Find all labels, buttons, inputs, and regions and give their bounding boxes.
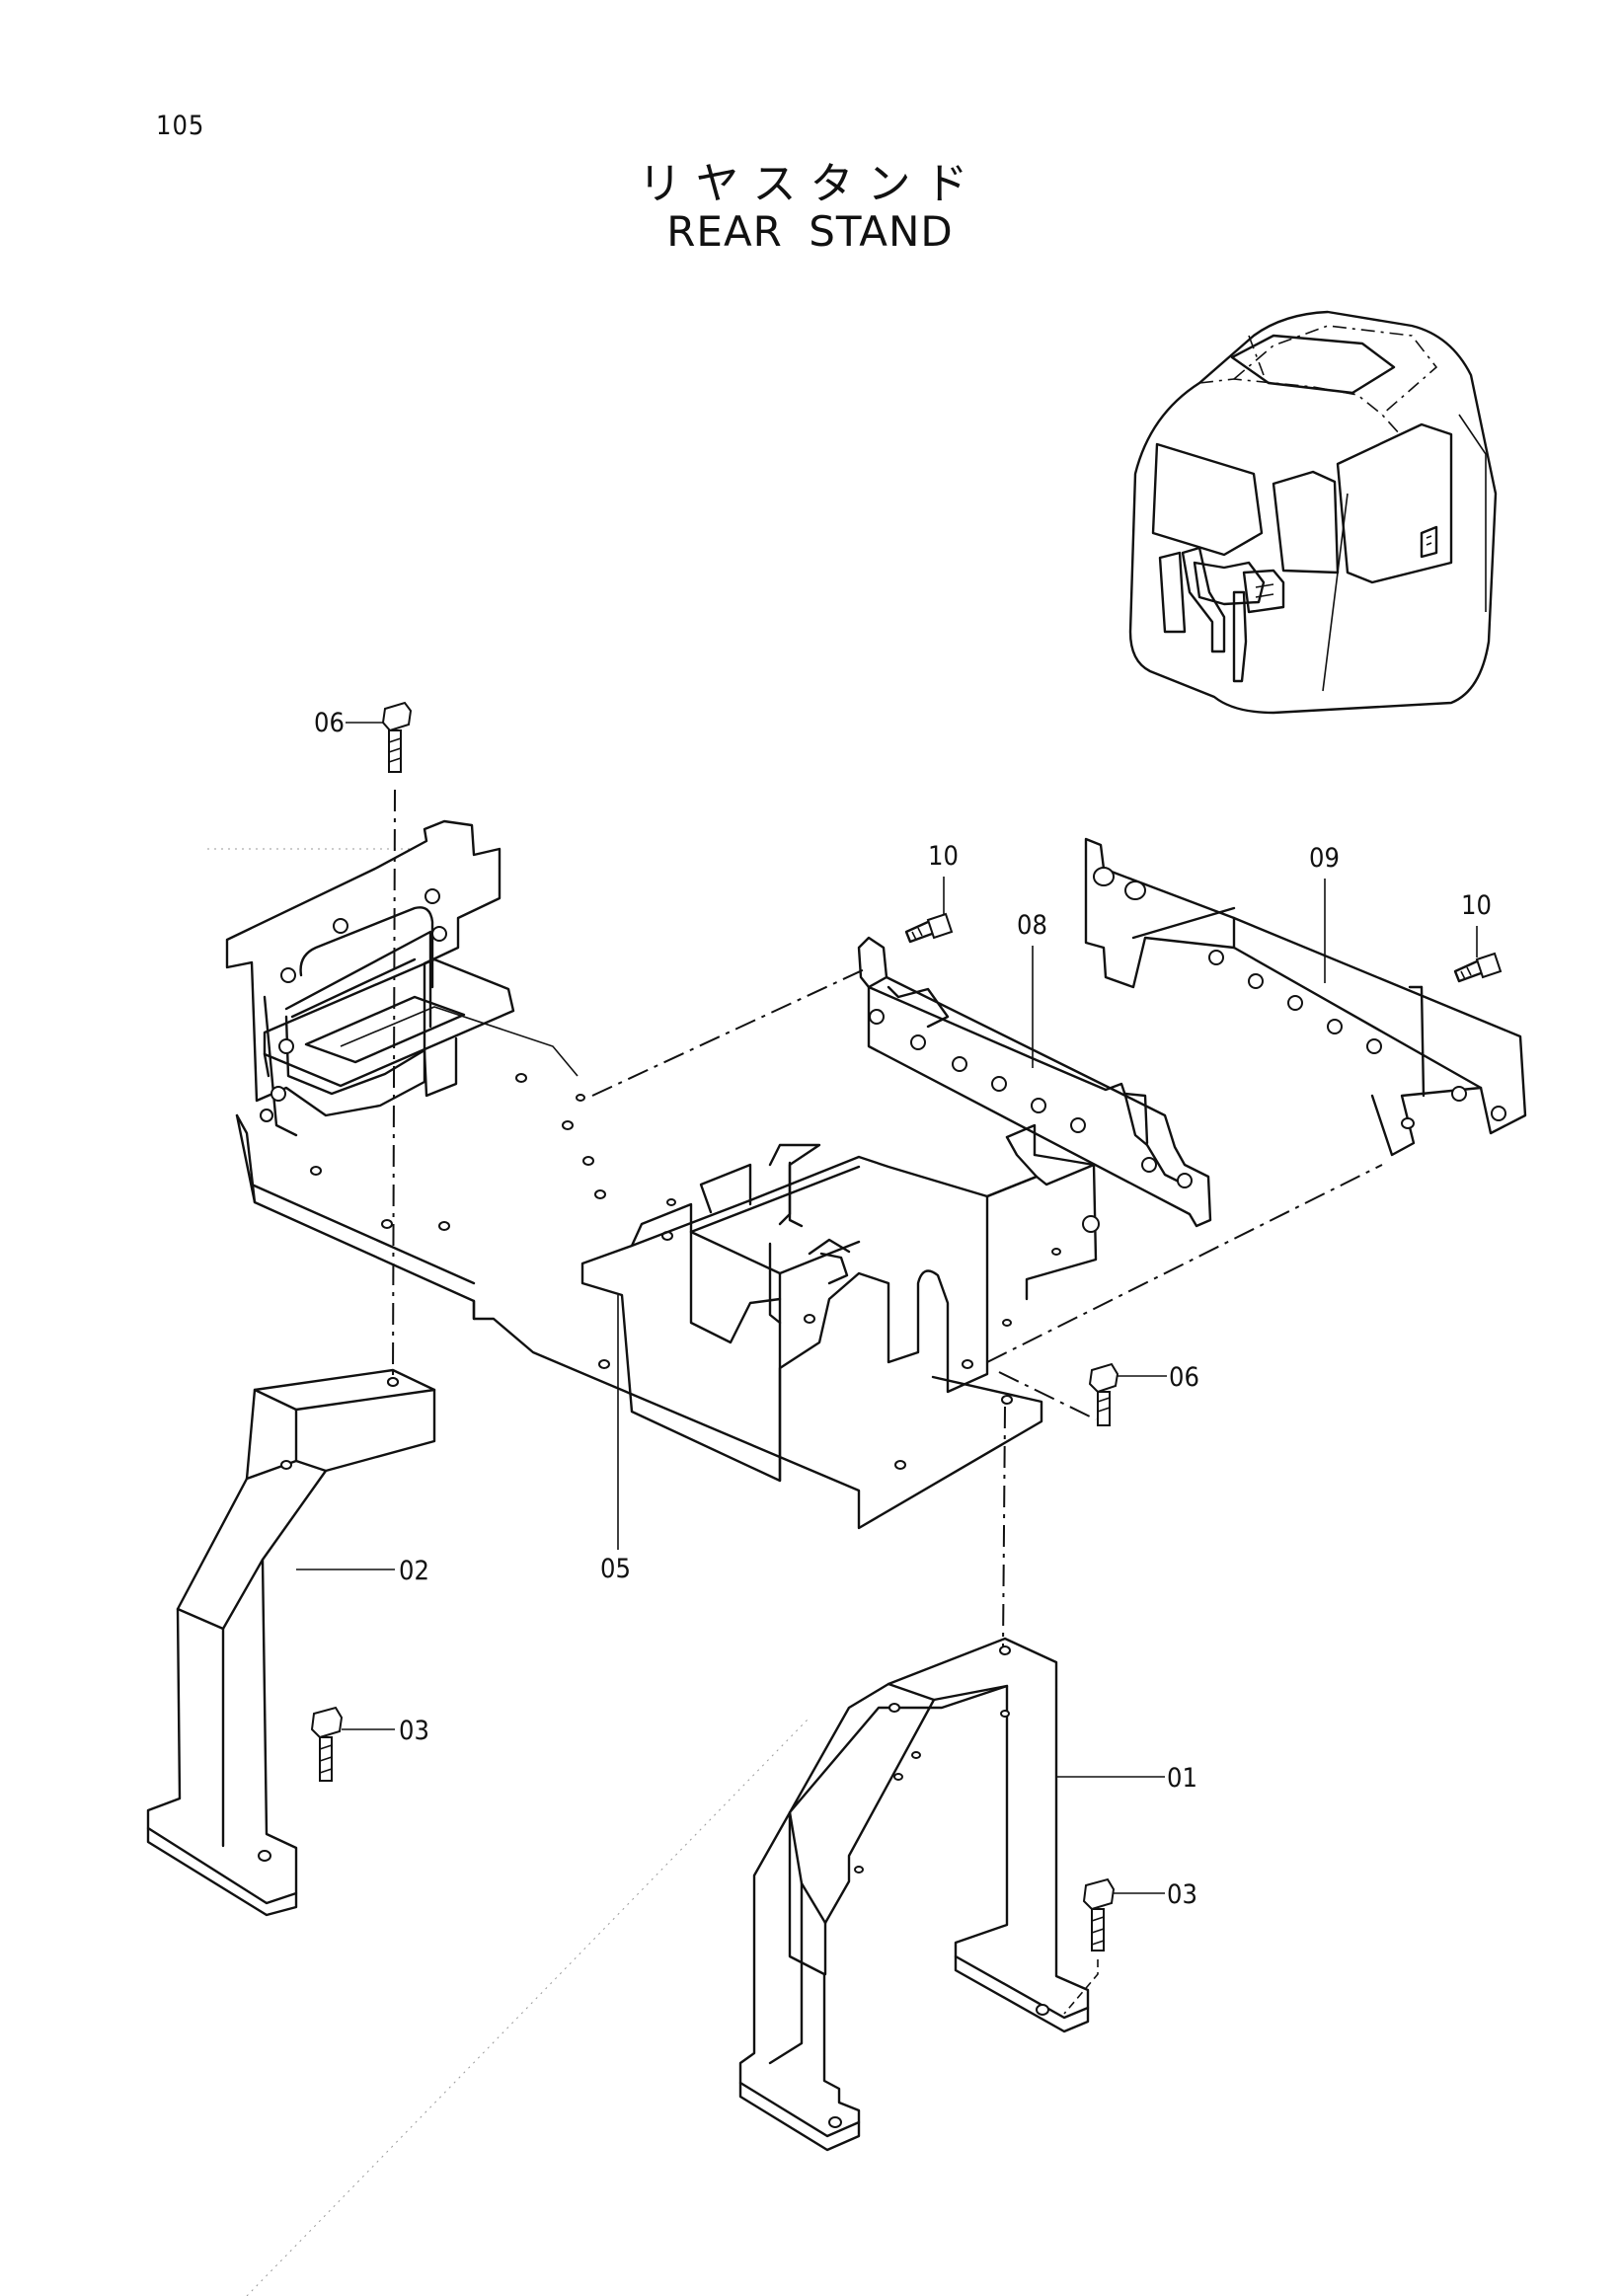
callout-10-right: 10 [1461, 890, 1492, 921]
page-number: 105 [156, 111, 205, 141]
part-08-bracket [857, 936, 1212, 1228]
callout-05: 05 [600, 1554, 631, 1584]
callout-01: 01 [1167, 1763, 1197, 1794]
callout-08: 08 [1017, 910, 1047, 941]
bolt-10-left [904, 912, 954, 944]
bolt-06-lower [1088, 1362, 1119, 1426]
part-01-leg [738, 1637, 1090, 2152]
bracket-nuts [260, 888, 447, 1122]
callout-03-right: 03 [1167, 1879, 1197, 1910]
callout-02: 02 [399, 1556, 429, 1586]
part-02-leg [146, 1368, 436, 1917]
callout-03-left: 03 [399, 1716, 429, 1746]
page-title-japanese: リヤスタンド [638, 159, 982, 209]
bolt-03-left [310, 1706, 344, 1782]
bolt-10-right [1453, 952, 1503, 983]
cab-location-view [1128, 310, 1498, 715]
callout-06-upper: 06 [314, 708, 345, 738]
bracket-08-nuts [869, 1009, 1193, 1188]
page-title-english: REAR STAND [666, 207, 954, 256]
bracket-09-nuts [1208, 950, 1506, 1121]
callout-09: 09 [1309, 843, 1340, 874]
base-plate-holes [310, 1073, 1013, 1470]
callout-06-lower: 06 [1169, 1362, 1199, 1393]
bolt-06-upper [381, 701, 413, 773]
part-05-main-frame [225, 819, 1100, 1530]
part-09-bracket [1084, 837, 1527, 1157]
callout-10-left: 10 [928, 841, 959, 872]
scan-guide-lines [207, 848, 810, 2296]
bolt-03-right [1063, 1877, 1116, 2015]
leader-lines [296, 722, 1478, 1894]
